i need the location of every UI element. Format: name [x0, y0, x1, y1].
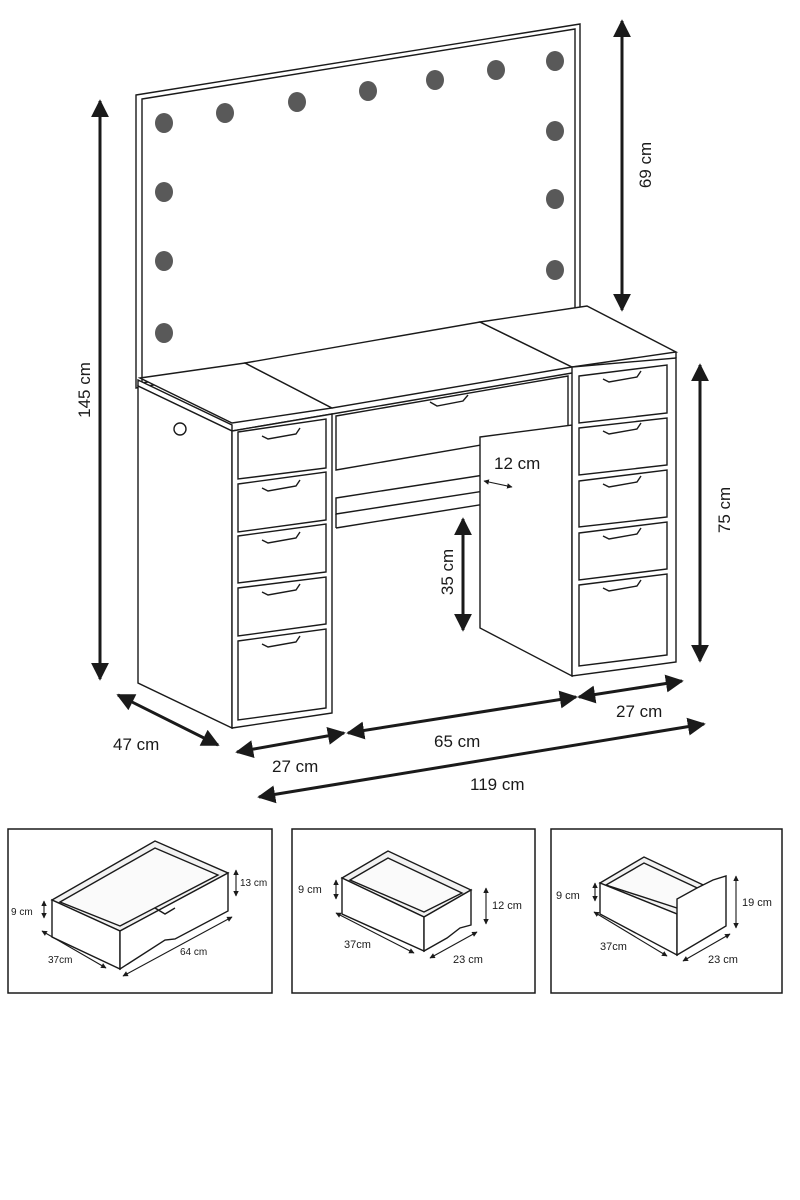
drawer-width-label: 23 cm: [708, 954, 738, 966]
bulb-icon: [288, 92, 306, 112]
drawer-panel-large: 13 cm 9 cm 37cm 64 cm: [7, 828, 273, 994]
drawer-depth-label: 37cm: [344, 939, 371, 951]
bulb-icon: [359, 81, 377, 101]
drawer-panel-tall: 9 cm 19 cm 37cm 23 cm: [550, 828, 783, 994]
mirror: [135, 23, 581, 389]
bulb-icon: [426, 70, 444, 90]
drawer-depth-label: 37cm: [600, 941, 627, 953]
dimension-labels: 145 cm 69 cm 75 cm 35 cm 12 cm 47 cm 27 …: [75, 142, 734, 794]
mirror-height-label: 69 cm: [636, 142, 655, 188]
right-drawers: [578, 364, 668, 667]
drawer-height-label: 19 cm: [742, 897, 772, 909]
bulb-icon: [546, 51, 564, 71]
drawer-inner-label: 9 cm: [298, 884, 322, 896]
drawer-height-label: 12 cm: [492, 900, 522, 912]
depth-label: 47 cm: [113, 735, 159, 754]
center-width-label: 65 cm: [434, 732, 480, 751]
drawer-height-label: 13 cm: [240, 878, 267, 889]
bulb-icon: [487, 60, 505, 80]
desk: [137, 305, 679, 730]
drawer-width-label: 64 cm: [180, 947, 207, 958]
bulb-icon: [155, 113, 173, 133]
total-height-label: 145 cm: [75, 362, 94, 418]
right-width-label: 27 cm: [616, 702, 662, 721]
drawer-width-label: 23 cm: [453, 954, 483, 966]
bulb-icon: [216, 103, 234, 123]
bulb-icon: [546, 121, 564, 141]
bulb-icon: [155, 251, 173, 271]
table-height-label: 75 cm: [715, 487, 734, 533]
bulb-icon: [546, 260, 564, 280]
total-width-label: 119 cm: [470, 775, 525, 794]
bulb-icon: [546, 189, 564, 209]
shelf-depth-label: 12 cm: [494, 454, 540, 473]
drawer-inner-label: 9 cm: [556, 890, 580, 902]
left-width-label: 27 cm: [272, 757, 318, 776]
knee-height-label: 35 cm: [438, 549, 457, 595]
drawer-depth-label: 37cm: [48, 955, 72, 966]
bulb-icon: [155, 182, 173, 202]
mirror-bulbs: [155, 51, 564, 343]
drawer-panel-small: 9 cm 12 cm 37cm 23 cm: [291, 828, 536, 994]
bulb-icon: [155, 323, 173, 343]
drawer-inner-label: 9 cm: [11, 907, 33, 918]
dimension-arrows: [91, 19, 709, 804]
left-drawers: [237, 418, 327, 721]
